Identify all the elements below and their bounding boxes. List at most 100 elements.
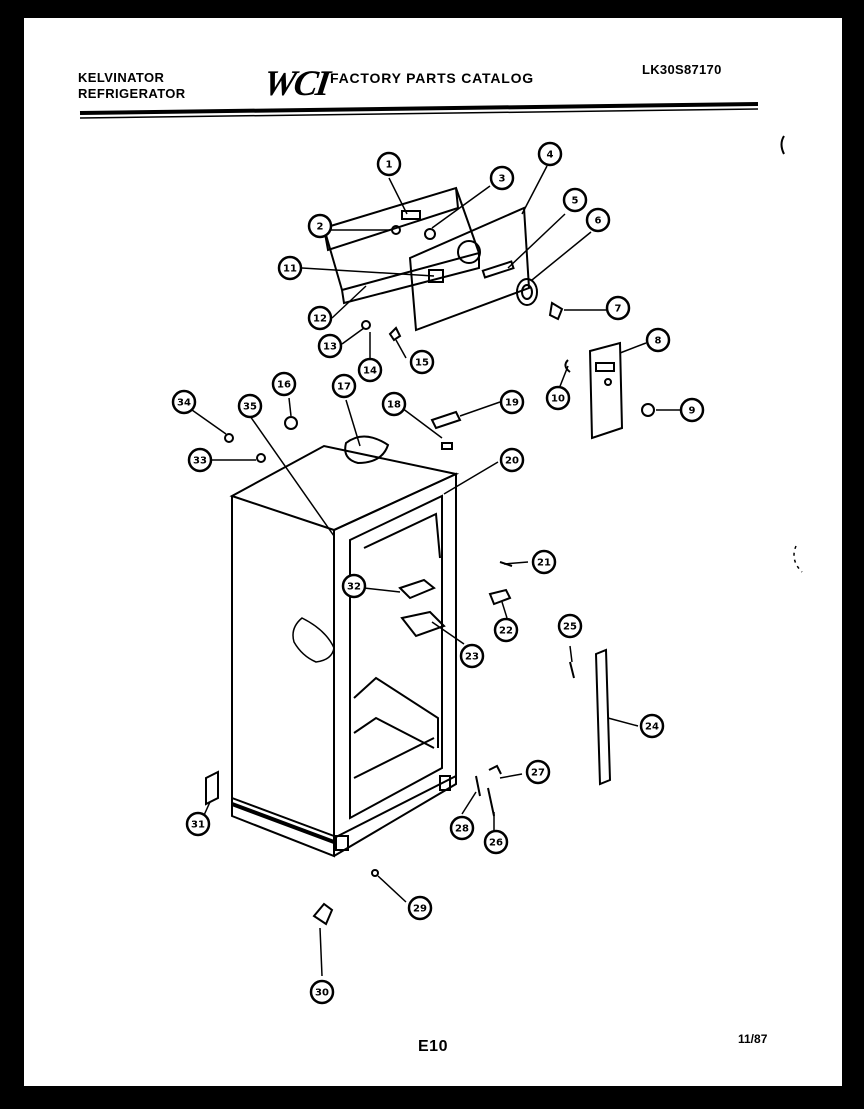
callout-number: 2 (317, 222, 324, 233)
callout-number: 29 (413, 904, 427, 915)
callout-number: 3 (499, 174, 506, 185)
callout-circle (557, 613, 583, 639)
callout-number: 11 (283, 264, 297, 275)
callout-circle (562, 187, 588, 213)
model-number: LK30S87170 (642, 62, 722, 77)
callout-circle (499, 389, 525, 415)
callout-22: 22 (493, 617, 519, 643)
print-date: 11/87 (738, 1032, 768, 1046)
callout-30: 30 (309, 979, 335, 1005)
brand-label: KELVINATOR REFRIGERATOR (78, 70, 186, 102)
callout-34: 34 (171, 389, 197, 415)
callout-circle (449, 815, 475, 841)
callout-number: 14 (363, 366, 377, 377)
callout-9: 9 (679, 397, 705, 423)
callout-circle (381, 391, 407, 417)
callout-number: 30 (315, 988, 329, 999)
callout-circle (171, 389, 197, 415)
callout-circle (309, 979, 335, 1005)
callout-2: 2 (307, 213, 333, 239)
callout-circle (489, 165, 515, 191)
callout-15: 15 (409, 349, 435, 375)
callout-27: 27 (525, 759, 551, 785)
callout-4: 4 (537, 141, 563, 167)
brand-line-2: REFRIGERATOR (78, 86, 186, 101)
callout-number: 5 (572, 196, 579, 207)
callout-number: 24 (645, 722, 659, 733)
callout-24: 24 (639, 713, 665, 739)
callout-number: 17 (337, 382, 351, 393)
callout-circle (187, 447, 213, 473)
panel-bottom-edge (340, 251, 480, 305)
callout-circle (409, 349, 435, 375)
callout-20: 20 (499, 447, 525, 473)
cover-panel (322, 186, 460, 252)
callout-18: 18 (381, 391, 407, 417)
callout-circle (605, 295, 631, 321)
callout-7: 7 (605, 295, 631, 321)
callout-number: 27 (531, 768, 545, 779)
cabinet-left-side (231, 496, 335, 858)
callout-circle (537, 141, 563, 167)
callout-circle (357, 357, 383, 383)
callout-number: 34 (177, 398, 191, 409)
callout-number: 23 (465, 652, 479, 663)
callout-number: 13 (323, 342, 337, 353)
cabinet-front-opening (333, 472, 457, 857)
callout-number: 7 (615, 304, 622, 315)
callout-circle (499, 447, 525, 473)
parts-diagram-page: KELVINATOR REFRIGERATOR WCI FACTORY PART… (24, 18, 842, 1086)
callout-25: 25 (557, 613, 583, 639)
page-code: E10 (418, 1038, 448, 1055)
margin-mark (780, 135, 785, 155)
hinge-strip (594, 648, 612, 786)
callout-35: 35 (237, 393, 263, 419)
callout-number: 20 (505, 456, 519, 467)
callout-number: 21 (537, 558, 551, 569)
callout-5: 5 (562, 187, 588, 213)
callout-13: 13 (317, 333, 343, 359)
callout-26: 26 (483, 829, 509, 855)
callout-12: 12 (307, 305, 333, 331)
callout-number: 22 (499, 626, 513, 637)
callout-circle (407, 895, 433, 921)
callout-circle (277, 255, 303, 281)
callout-number: 33 (193, 456, 207, 467)
callout-circle (185, 811, 211, 837)
exploded-view-diagram: 1234567891011121314151617181920212223242… (79, 102, 803, 1005)
callout-number: 26 (489, 838, 503, 849)
callout-31: 31 (185, 811, 211, 837)
callout-number: 19 (505, 398, 519, 409)
callout-10: 10 (545, 385, 571, 411)
callout-number: 35 (243, 402, 257, 413)
callout-circle (525, 759, 551, 785)
callout-number: 6 (595, 216, 602, 227)
callout-circle (237, 393, 263, 419)
callout-number: 12 (313, 314, 327, 325)
callout-33: 33 (187, 447, 213, 473)
callout-circle (493, 617, 519, 643)
callout-circle (545, 385, 571, 411)
header-rule-thin (79, 108, 759, 119)
callout-number: 1 (386, 160, 393, 171)
callout-circle (341, 573, 367, 599)
callout-circle (331, 373, 357, 399)
brand-line-1: KELVINATOR (78, 70, 165, 85)
callout-circle (307, 305, 333, 331)
callout-circle (271, 371, 297, 397)
callout-3: 3 (489, 165, 515, 191)
dispenser-panel (588, 341, 624, 440)
margin-mark-2 (793, 545, 803, 573)
callout-number: 16 (277, 380, 291, 391)
callout-number: 4 (547, 150, 554, 161)
callout-circle (639, 713, 665, 739)
callout-number: 28 (455, 824, 469, 835)
parts-artwork (205, 186, 655, 926)
callout-circle (459, 643, 485, 669)
callout-circle (317, 333, 343, 359)
callout-6: 6 (585, 207, 611, 233)
callout-circle (531, 549, 557, 575)
callout-number: 15 (415, 358, 429, 369)
callout-16: 16 (271, 371, 297, 397)
